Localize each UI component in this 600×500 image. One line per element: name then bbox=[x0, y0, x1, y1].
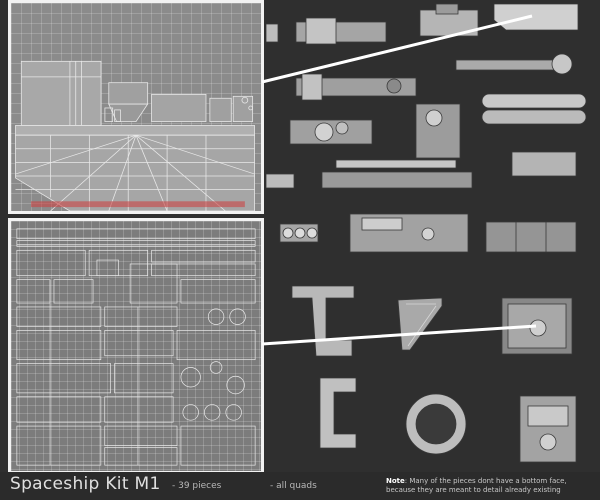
note-text: : Many of the pieces dont have a bottom … bbox=[386, 477, 567, 494]
kit-title: Spaceship Kit M1 bbox=[10, 474, 161, 494]
piece-control-cluster bbox=[511, 151, 577, 177]
footer-bar bbox=[0, 472, 600, 500]
note-label: Note bbox=[386, 477, 405, 485]
pieces-count: - 39 pieces bbox=[172, 481, 222, 491]
kit-pieces-grid bbox=[266, 0, 600, 472]
piece-wedge-panel bbox=[493, 3, 579, 31]
footer-note: Note: Many of the pieces dont have a bot… bbox=[386, 477, 596, 495]
wireframe-preview-bottom bbox=[8, 218, 264, 474]
piece-bracket-arm bbox=[291, 285, 355, 357]
wireframe-bottom-drawing bbox=[16, 228, 256, 466]
piece-pipe-upper bbox=[481, 93, 587, 109]
piece-antenna bbox=[455, 59, 567, 71]
piece-rail-long bbox=[321, 171, 473, 189]
piece-small-block bbox=[266, 23, 279, 43]
piece-truss-frame bbox=[397, 297, 443, 351]
kit-pieces-drawing bbox=[266, 3, 587, 463]
quads-label: - all quads bbox=[270, 481, 317, 491]
piece-flat-panel bbox=[485, 221, 577, 253]
wireframe-preview-top bbox=[8, 0, 264, 214]
piece-c-channel bbox=[319, 377, 357, 449]
piece-pipe-lower bbox=[481, 109, 587, 125]
wireframe-top-drawing bbox=[15, 60, 255, 211]
